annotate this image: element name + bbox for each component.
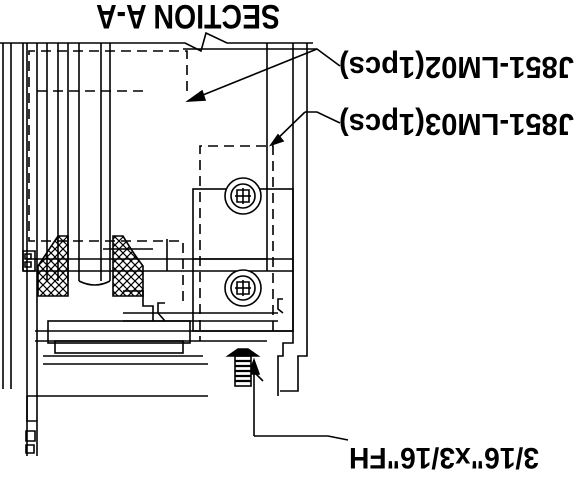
callout-screw-label: 3/16"x3/16"FH [349, 441, 539, 474]
sill-inner-member-2 [54, 340, 184, 354]
leader-lm02-arrowhead [185, 89, 207, 102]
leader-lm02-diagonal [187, 48, 318, 102]
bottom-hook [157, 302, 166, 322]
leader-lines [183, 48, 349, 441]
end-cap-detail [25, 430, 36, 454]
screw-lower [224, 269, 262, 307]
hidden-lm02-outline [28, 50, 188, 301]
clip-left-detail [24, 253, 32, 268]
leader-lm02 [183, 48, 341, 67]
break-line [0, 31, 313, 53]
lower-flange-2 [280, 331, 308, 392]
gasket-right [37, 235, 69, 297]
bottom-hook-2 [277, 298, 284, 314]
hidden-lm03-outline [199, 145, 274, 341]
gaskets [37, 235, 144, 297]
frame-profiles [0, 31, 313, 456]
leader-screw [254, 435, 349, 441]
leader-lm03 [305, 111, 341, 124]
leader-lm03-arrowhead [268, 133, 285, 147]
rotated-drawing: SECTION A-A J851-LM02(1pcs) J851-LM03(1p… [0, 0, 574, 474]
labels: SECTION A-A J851-LM02(1pcs) J851-LM03(1p… [96, 0, 574, 474]
callout-lm03-label: J851-LM03(1pcs) [339, 107, 574, 142]
gasket-left [112, 235, 144, 297]
screw-fh-threaded [225, 348, 261, 387]
bottom-end-right [26, 396, 37, 422]
glass-pane-bottom [78, 280, 111, 286]
clip-left [22, 250, 36, 272]
hidden-parts [28, 50, 274, 341]
section-title: SECTION A-A [96, 0, 280, 35]
sill-inner-member [47, 320, 191, 344]
callout-lm02-label: J851-LM02(1pcs) [339, 50, 574, 85]
screw-upper [224, 177, 262, 215]
screws [224, 177, 262, 387]
lower-flange [277, 331, 294, 396]
